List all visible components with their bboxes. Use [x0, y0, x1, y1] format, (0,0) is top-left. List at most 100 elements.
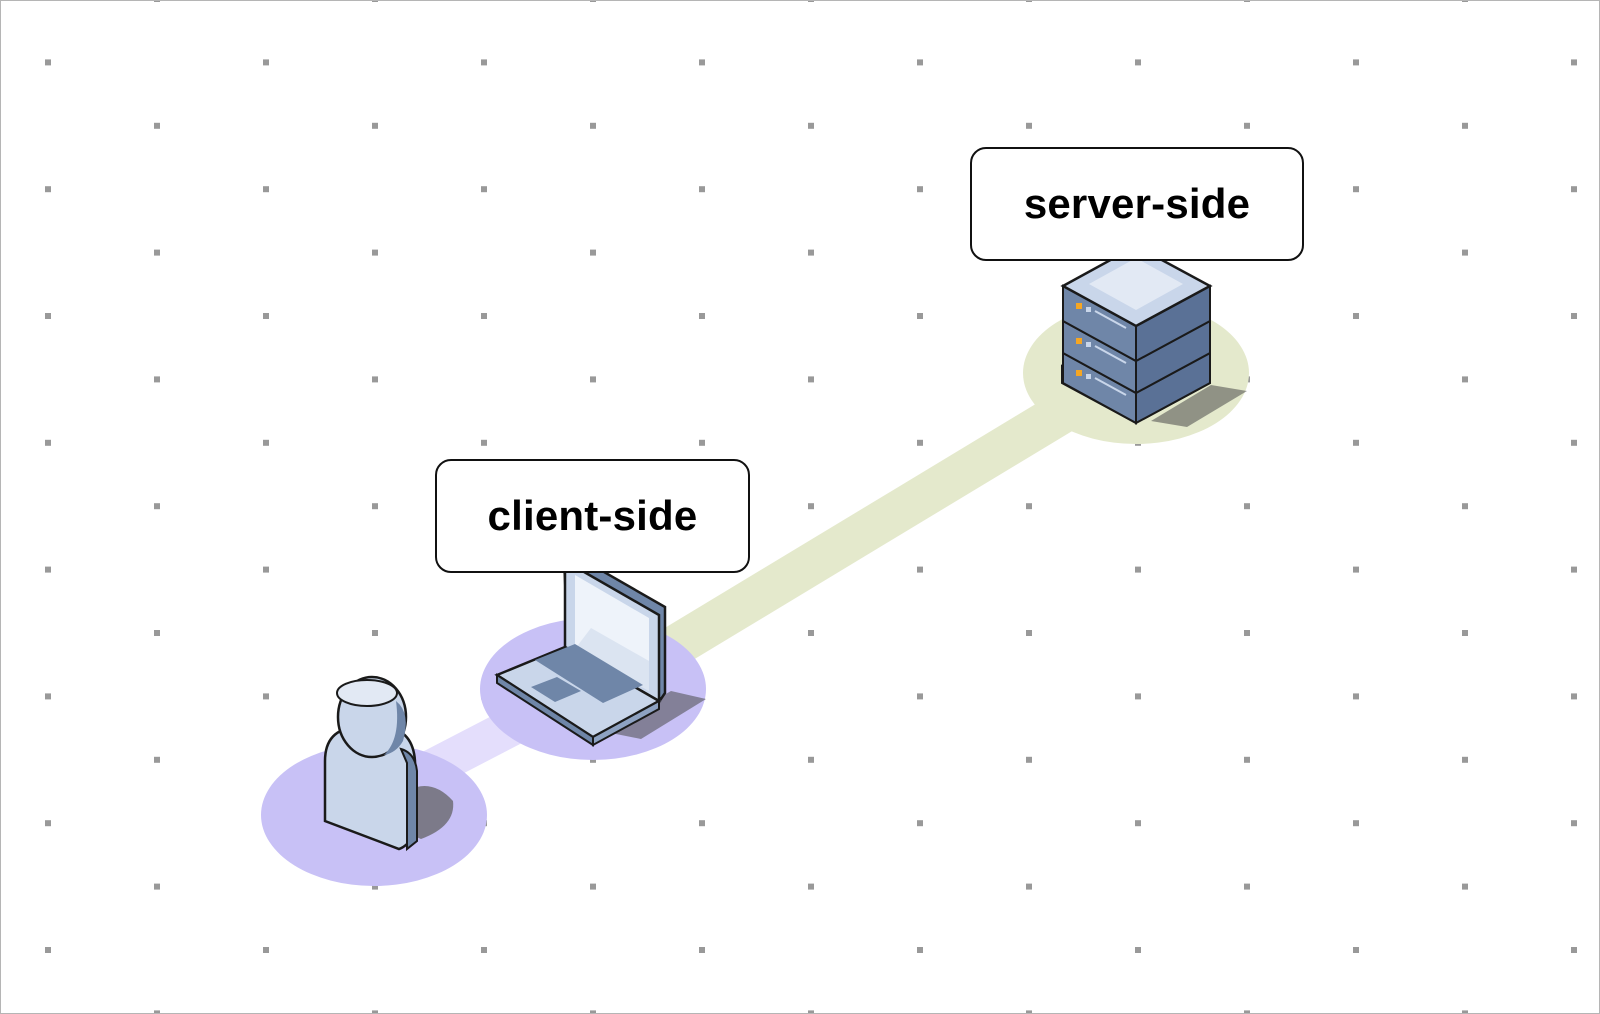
grid-dot — [154, 376, 160, 383]
grid-dot — [808, 883, 814, 890]
person-icon — [323, 675, 454, 852]
grid-dot — [808, 756, 814, 763]
client-side-label-text: client-side — [487, 492, 698, 539]
grid-dot — [45, 947, 51, 953]
grid-dot — [1462, 1, 1468, 2]
grid-dot — [1462, 122, 1468, 129]
grid-dot — [917, 186, 923, 193]
grid-dot — [1462, 376, 1468, 383]
grid-dot — [154, 122, 160, 129]
grid-dot — [590, 249, 596, 256]
grid-dot — [45, 693, 51, 700]
grid-dot — [917, 566, 923, 573]
grid-dot — [1462, 883, 1468, 890]
grid-dot — [1135, 59, 1141, 66]
grid-dot — [1571, 947, 1577, 953]
grid-dot — [154, 1, 160, 2]
grid-dot — [1462, 503, 1468, 510]
grid-dot — [1571, 186, 1577, 193]
grid-dot — [1353, 566, 1359, 573]
server-stack-icon — [1060, 244, 1247, 427]
grid-dot — [917, 820, 923, 827]
grid-dot — [372, 376, 378, 383]
grid-dot — [1135, 820, 1141, 827]
grid-dot — [45, 820, 51, 827]
grid-dot — [372, 1010, 378, 1013]
grid-dot — [1244, 630, 1250, 636]
grid-dot — [1571, 59, 1577, 66]
grid-dot — [154, 630, 160, 636]
grid-dot — [808, 503, 814, 510]
grid-dot — [263, 439, 269, 446]
grid-dot — [1353, 693, 1359, 700]
grid-dot — [917, 313, 923, 319]
grid-dot — [699, 59, 705, 66]
grid-dot — [1026, 1, 1032, 2]
grid-dot — [263, 313, 269, 319]
grid-dot — [590, 122, 596, 129]
grid-dot — [154, 756, 160, 763]
background-dot-grid — [45, 1, 1577, 1013]
grid-dot — [263, 186, 269, 193]
grid-dot — [699, 439, 705, 446]
grid-dot — [45, 186, 51, 193]
grid-dot — [1244, 122, 1250, 129]
server-side-label[interactable]: server-side — [970, 147, 1304, 261]
grid-dot — [372, 1, 378, 2]
grid-dot — [263, 693, 269, 700]
client-side-label[interactable]: client-side — [435, 459, 750, 573]
grid-dot — [699, 313, 705, 319]
grid-dot — [154, 249, 160, 256]
server-side-label-text: server-side — [1023, 180, 1251, 227]
grid-dot — [372, 630, 378, 636]
grid-dot — [372, 249, 378, 256]
grid-dot — [372, 503, 378, 510]
grid-dot — [699, 186, 705, 193]
grid-dot — [699, 820, 705, 827]
grid-dot — [154, 1010, 160, 1013]
grid-dot — [263, 566, 269, 573]
grid-dot — [808, 1, 814, 2]
grid-dot — [1353, 59, 1359, 66]
grid-dot — [1353, 186, 1359, 193]
grid-dot — [808, 249, 814, 256]
grid-dot — [808, 630, 814, 636]
grid-dot — [1571, 693, 1577, 700]
grid-dot — [808, 122, 814, 129]
grid-dot — [917, 59, 923, 66]
grid-dot — [1353, 947, 1359, 953]
grid-dot — [699, 947, 705, 953]
grid-dot — [263, 59, 269, 66]
grid-dot — [1571, 313, 1577, 319]
grid-dot — [1462, 630, 1468, 636]
grid-dot — [45, 313, 51, 319]
grid-dot — [481, 947, 487, 953]
grid-dot — [1462, 756, 1468, 763]
grid-dot — [481, 186, 487, 193]
grid-dot — [45, 566, 51, 573]
grid-dot — [917, 947, 923, 953]
grid-dot — [1244, 883, 1250, 890]
grid-dot — [1026, 756, 1032, 763]
grid-dot — [263, 947, 269, 953]
grid-dot — [808, 376, 814, 383]
grid-dot — [481, 313, 487, 319]
grid-dot — [1571, 820, 1577, 827]
grid-dot — [1135, 947, 1141, 953]
grid-dot — [590, 1, 596, 2]
grid-dot — [45, 59, 51, 66]
grid-dot — [590, 1010, 596, 1013]
grid-dot — [1353, 820, 1359, 827]
connector-client-server — [590, 353, 1142, 709]
grid-dot — [45, 439, 51, 446]
grid-dot — [1026, 503, 1032, 510]
grid-dot — [1026, 883, 1032, 890]
grid-dot — [917, 439, 923, 446]
grid-dot — [372, 883, 378, 890]
grid-dot — [1026, 630, 1032, 636]
grid-dot — [1026, 1010, 1032, 1013]
grid-dot — [1135, 693, 1141, 700]
grid-dot — [1462, 249, 1468, 256]
grid-dot — [1571, 439, 1577, 446]
